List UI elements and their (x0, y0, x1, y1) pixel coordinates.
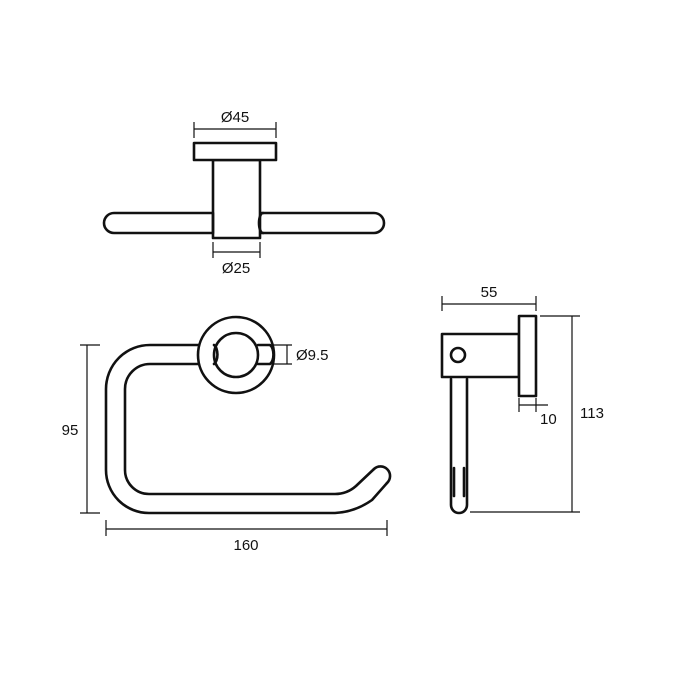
front-view-hook-outer (104, 343, 389, 515)
height-label: 95 (62, 422, 79, 439)
flange-diameter-label: Ø45 (221, 109, 249, 126)
width-label: 160 (233, 537, 258, 554)
flange-thickness-label: 10 (540, 411, 557, 428)
top-view-rod (102, 211, 386, 235)
front-view-flange-inner (212, 331, 260, 379)
front-view-rod-stub-left (212, 343, 219, 366)
front-view-hook-inner (123, 362, 376, 496)
top-view-flange (192, 141, 278, 162)
front-view: Ø9.5 95 160 (62, 315, 392, 554)
side-view: 55 10 113 (440, 284, 604, 515)
top-view-post (211, 158, 262, 240)
side-view-leg-tip-edge (452, 466, 466, 498)
side-view-leg (449, 377, 469, 515)
top-view: Ø45 Ø25 (102, 109, 386, 277)
depth-label: 55 (481, 284, 498, 301)
front-view-hook-tip (372, 465, 392, 485)
side-view-flange (517, 314, 538, 398)
post-diameter-label: Ø25 (222, 260, 250, 277)
front-view-rod-stub (256, 343, 275, 366)
top-view-rod-hidden-edge (257, 211, 265, 235)
rod-diameter-label: Ø9.5 (296, 347, 329, 364)
side-view-rod-end (449, 346, 467, 364)
overall-height-label: 113 (580, 405, 604, 422)
